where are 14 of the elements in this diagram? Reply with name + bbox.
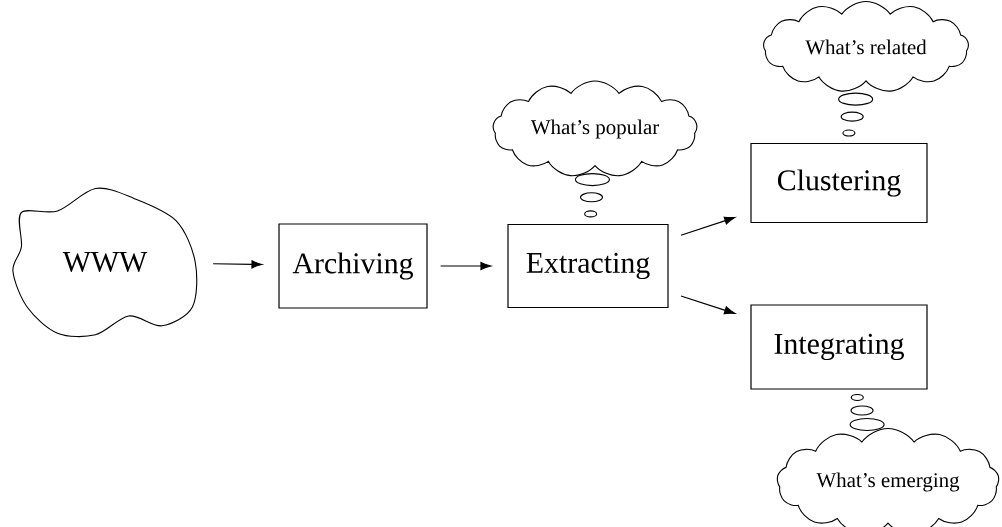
thought-cloud: What’s popular (492, 80, 698, 177)
process-box: Archiving (278, 223, 428, 309)
thought-cloud: What’s related (763, 1, 969, 92)
arrow (680, 295, 736, 315)
thought-bubble-trail (838, 92, 874, 137)
thought-bubble-trail (574, 173, 610, 218)
thought-bubble-trail (849, 393, 885, 431)
arrow (212, 260, 263, 269)
arrow (440, 261, 492, 271)
thought-cloud: What’s emerging (776, 427, 1000, 527)
process-box: Extracting (507, 223, 669, 309)
arrow (680, 216, 736, 236)
process-box: Integrating (750, 304, 928, 390)
process-box: Clustering (750, 142, 928, 224)
